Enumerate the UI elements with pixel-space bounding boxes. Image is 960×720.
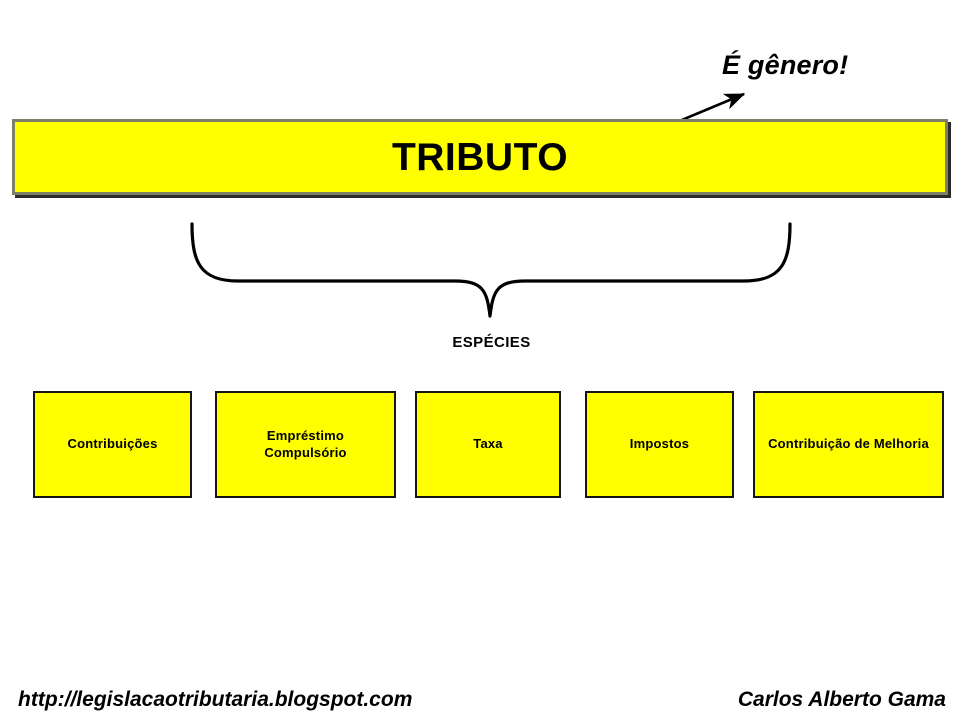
especies-caption: ESPÉCIES (452, 334, 531, 351)
footer-url: http://legislacaotributaria.blogspot.com (18, 688, 413, 711)
species-box-taxa: Taxa (415, 391, 561, 498)
footer-author: Carlos Alberto Gama (737, 688, 946, 711)
species-label: Impostos (629, 436, 690, 452)
species-box-emprestimo-compulsorio: Empréstimo Compulsório (215, 391, 396, 498)
species-label: Empréstimo Compulsório (260, 428, 350, 461)
tributo-label: TRIBUTO (391, 135, 569, 179)
species-label: Taxa (473, 436, 503, 452)
tributo-banner: TRIBUTO (12, 119, 948, 195)
species-box-impostos: Impostos (585, 391, 734, 498)
species-brace (190, 222, 792, 318)
species-box-contribuicoes: Contribuições (33, 391, 192, 498)
species-box-contribuicao-de-melhoria: Contribuição de Melhoria (753, 391, 944, 498)
genero-annotation-text: É gênero! (722, 50, 849, 80)
species-label-line2: Compulsório (264, 444, 347, 460)
species-label: Contribuição de Melhoria (768, 436, 929, 452)
species-label: Contribuições (67, 436, 158, 452)
species-label-line1: Empréstimo (266, 428, 345, 444)
